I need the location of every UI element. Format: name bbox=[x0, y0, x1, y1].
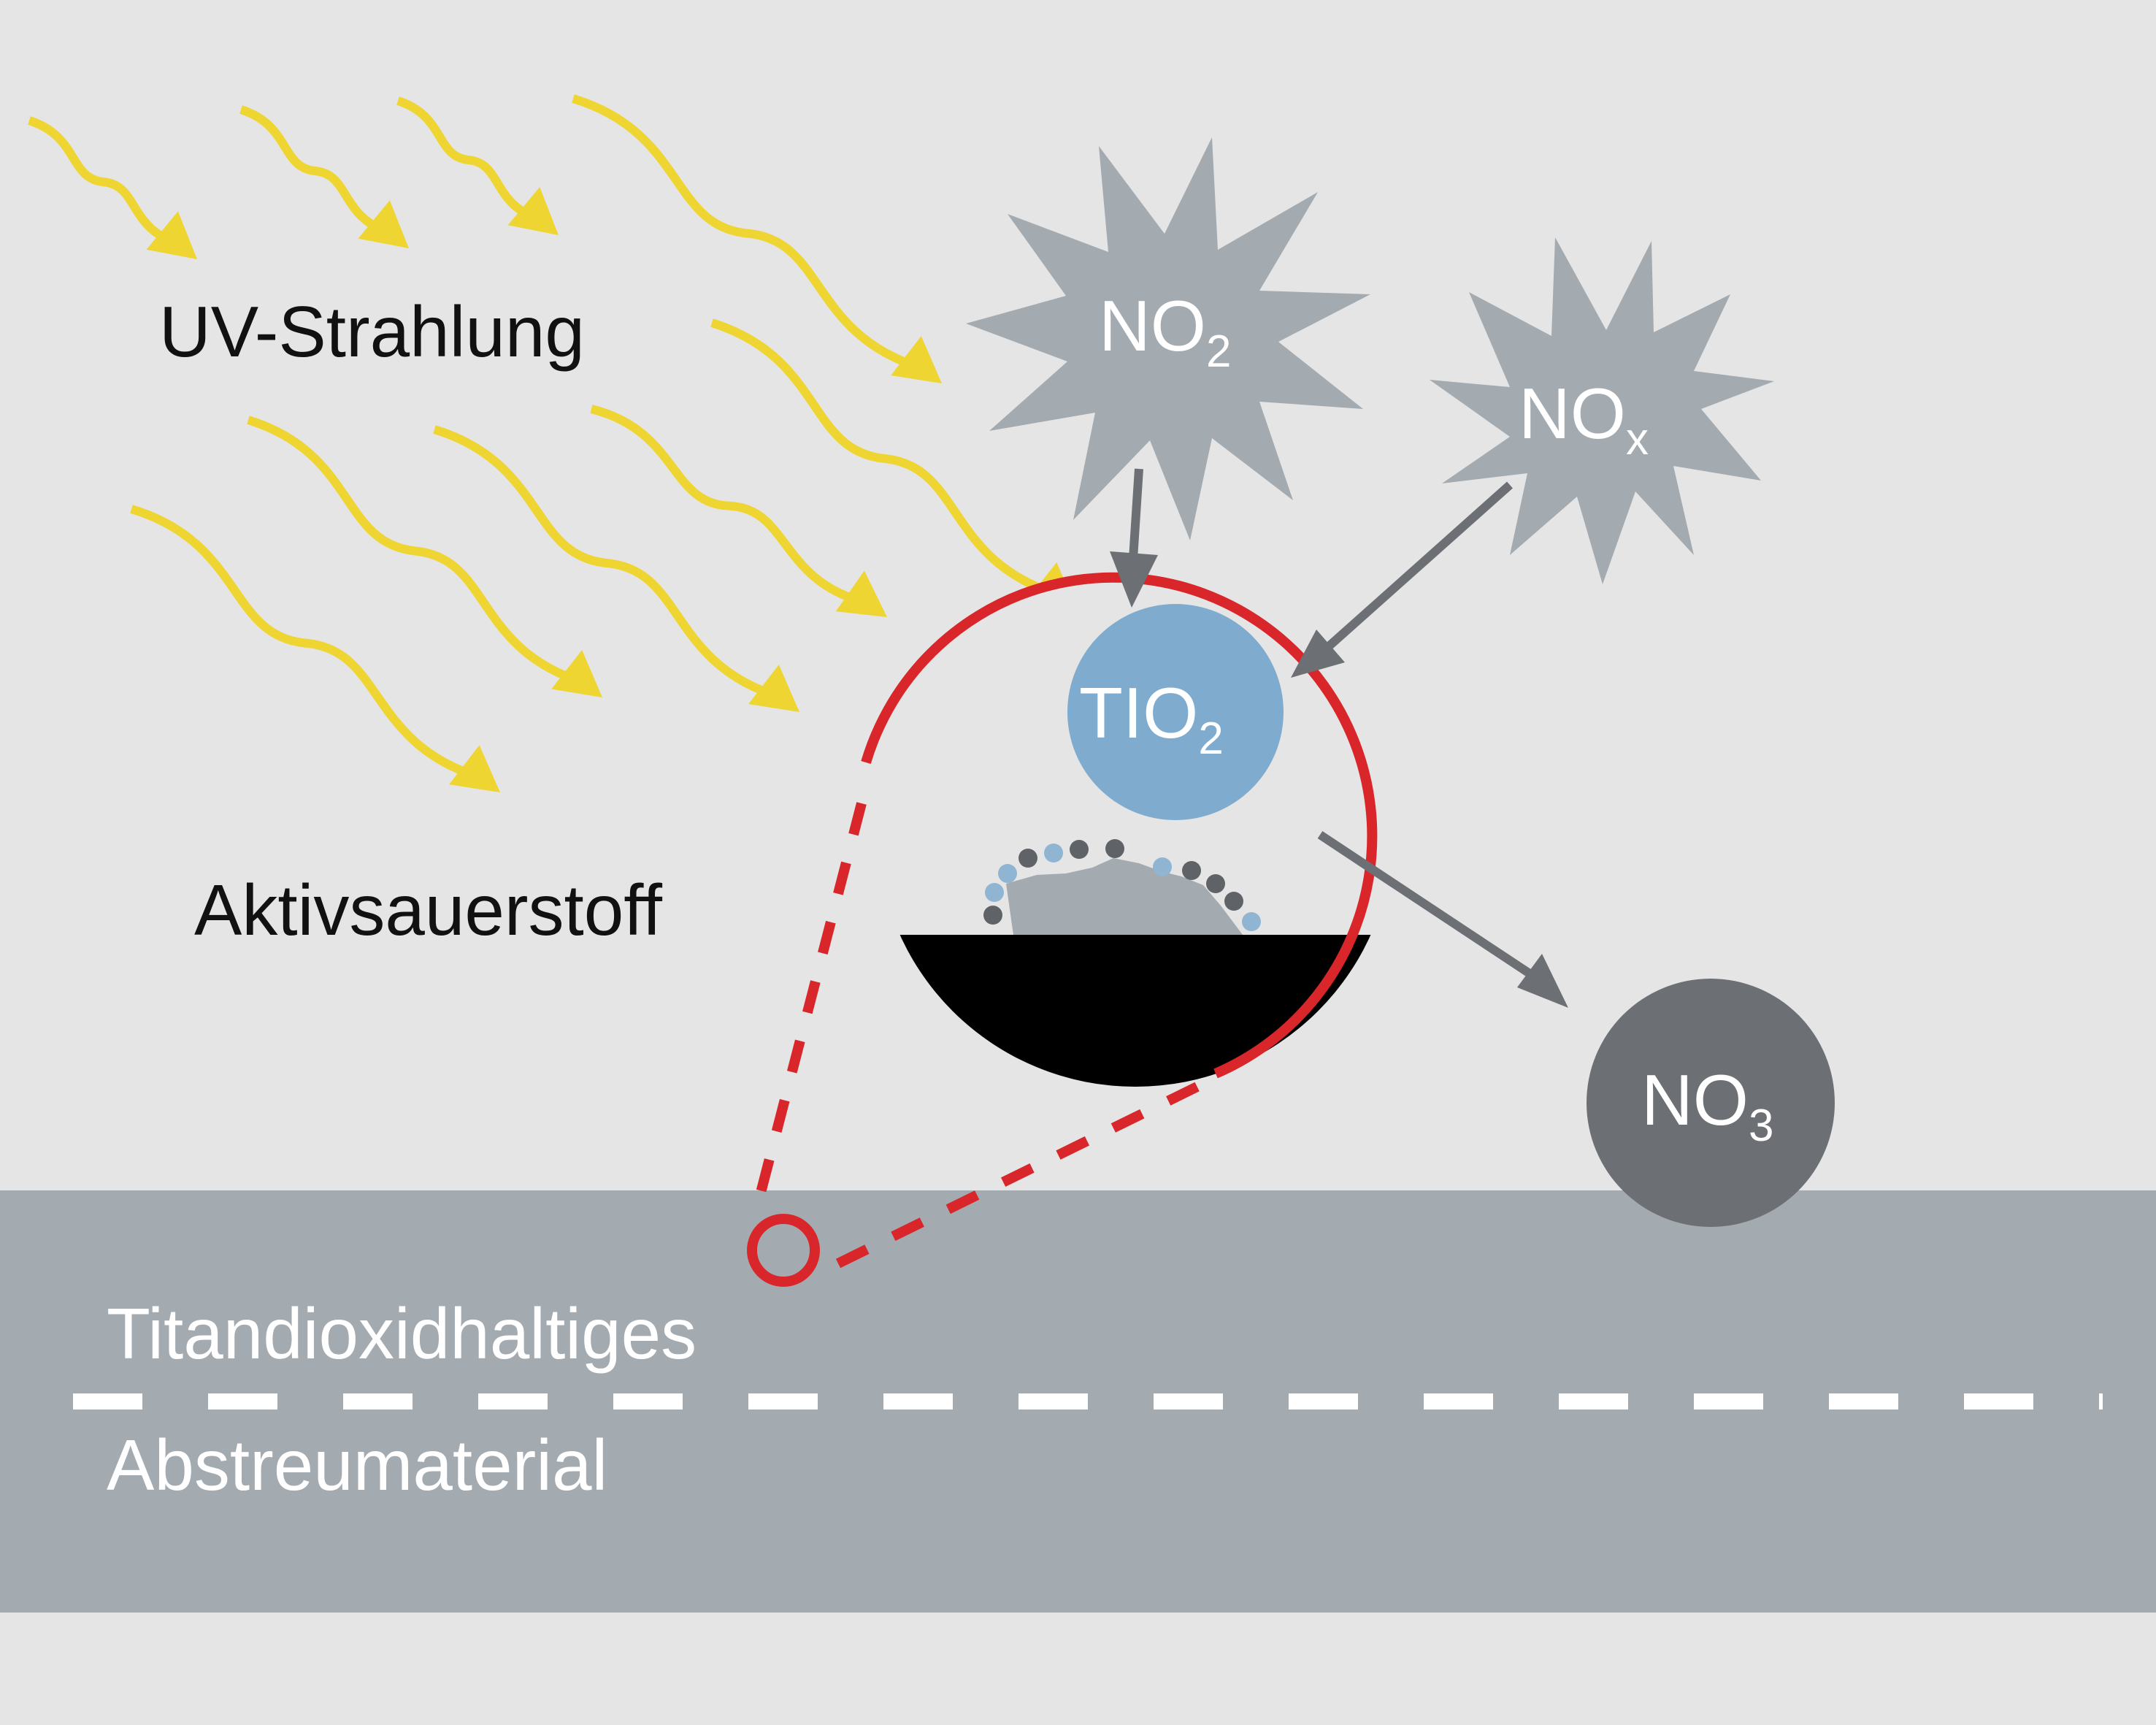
uv-label: UV-Strahlung bbox=[159, 291, 585, 372]
material-label-line2: Abstreumaterial bbox=[107, 1425, 607, 1505]
active-oxygen-label: Aktivsauerstoff bbox=[194, 870, 663, 950]
particle-dark bbox=[1105, 839, 1124, 858]
particle-dark bbox=[1070, 840, 1089, 859]
uv-ray bbox=[398, 101, 540, 219]
material-label-line1: Titandioxidhaltiges bbox=[107, 1293, 697, 1374]
particle-light bbox=[998, 864, 1017, 883]
uv-ray bbox=[573, 99, 922, 368]
uv-ray bbox=[241, 110, 390, 232]
particle-light bbox=[1044, 844, 1063, 862]
particle-dark bbox=[1206, 874, 1225, 893]
particle-dark bbox=[1018, 849, 1037, 868]
uv-ray bbox=[29, 121, 178, 243]
uv-ray bbox=[434, 429, 780, 697]
particle-light bbox=[1242, 912, 1261, 931]
particle-light bbox=[1153, 857, 1172, 876]
particle-light bbox=[985, 883, 1004, 902]
particle-dark bbox=[983, 906, 1002, 925]
uv-ray bbox=[712, 323, 1057, 594]
particle-dark bbox=[1224, 892, 1243, 911]
zoom-line-left bbox=[756, 803, 862, 1212]
particle-dark bbox=[1182, 861, 1201, 880]
arrow-nox-to-tio2 bbox=[1291, 485, 1510, 678]
